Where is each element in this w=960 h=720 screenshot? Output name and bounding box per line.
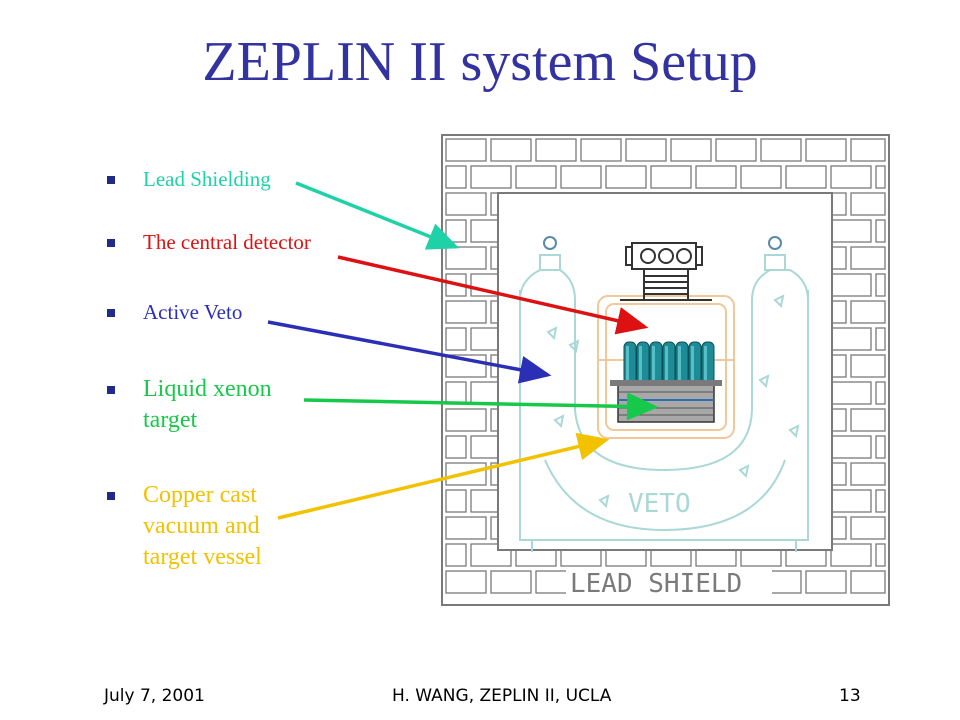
bullet-active-veto: Active Veto (107, 299, 243, 325)
brick (445, 246, 487, 270)
brick (875, 165, 886, 189)
brick (875, 543, 886, 567)
arrow-lead-shielding (295, 181, 460, 250)
footer-date: July 7, 2001 (104, 686, 205, 706)
pmt-tube (636, 341, 650, 385)
brick (490, 570, 532, 594)
brick (445, 435, 467, 459)
brick (445, 354, 487, 378)
brick (650, 165, 692, 189)
pmt-highlight (678, 346, 681, 380)
arrow-central-detector (337, 255, 649, 335)
brick (850, 516, 886, 540)
pmt-highlight (704, 346, 707, 380)
brick (850, 246, 886, 270)
brick (445, 300, 487, 324)
brick (875, 435, 886, 459)
brick (785, 165, 827, 189)
brick (695, 165, 737, 189)
brick (625, 138, 667, 162)
brick (805, 570, 847, 594)
brick (850, 192, 886, 216)
bullet-liquid-xenon: Liquid xenon target (107, 374, 293, 436)
brick (830, 165, 872, 189)
bullet-marker (107, 309, 115, 317)
brick (445, 192, 487, 216)
bullet-text: Lead Shielding (143, 167, 271, 191)
veto-label: VETO (628, 489, 691, 519)
footer-author: H. WANG, ZEPLIN II, UCLA (392, 686, 612, 706)
lead-shield-label: LEAD SHIELD (570, 569, 742, 599)
brick (875, 327, 886, 351)
brick (580, 138, 622, 162)
top-flange (620, 242, 712, 301)
footer-page-number: 13 (839, 686, 861, 706)
bullet-text: Active Veto (143, 300, 243, 324)
brick (850, 462, 886, 486)
brick (445, 408, 487, 432)
brick (805, 138, 847, 162)
brick (445, 165, 467, 189)
bullet-lead-shielding: Lead Shielding (107, 166, 271, 192)
brick (670, 138, 712, 162)
pmt-tube (701, 341, 715, 385)
veto-tank (519, 236, 809, 552)
brick (850, 300, 886, 324)
brick (445, 462, 487, 486)
brick (535, 138, 577, 162)
arrow-liquid-xenon (303, 392, 659, 421)
pmt-tube (649, 341, 663, 385)
bullet-marker (107, 492, 115, 500)
brick (445, 516, 487, 540)
bullet-marker (107, 386, 115, 394)
bullet-text: Copper cast vacuum and target vessel (143, 482, 262, 570)
brick (515, 165, 557, 189)
brick (470, 165, 512, 189)
bullet-marker (107, 239, 115, 247)
target-body (610, 380, 722, 423)
bullet-marker (107, 176, 115, 184)
pmt-tube (688, 341, 702, 385)
bullet-text: Liquid xenon target (143, 376, 272, 433)
brick (445, 570, 487, 594)
bullet-text: The central detector (143, 230, 311, 254)
brick (445, 138, 487, 162)
brick (850, 570, 886, 594)
arrow-copper-vessel (277, 432, 610, 520)
pmt-highlight (639, 346, 642, 380)
brick (715, 138, 757, 162)
brick (445, 543, 467, 567)
bullet-central-detector: The central detector (107, 229, 311, 255)
brick (875, 489, 886, 513)
brick (875, 219, 886, 243)
pmt-highlight (691, 346, 694, 380)
brick (560, 165, 602, 189)
brick (830, 543, 872, 567)
pmt-highlight (652, 346, 655, 380)
pmt-tube (675, 341, 689, 385)
pmt-tube (623, 341, 637, 385)
brick (875, 273, 886, 297)
brick (605, 165, 647, 189)
pmt-highlight (626, 346, 629, 380)
brick (760, 138, 802, 162)
brick (875, 381, 886, 405)
brick (445, 489, 467, 513)
bullet-copper-vessel: Copper cast vacuum and target vessel (107, 480, 293, 573)
pmt-tube (662, 341, 676, 385)
pmt-highlight (665, 346, 668, 380)
brick (445, 327, 467, 351)
brick (850, 408, 886, 432)
brick (490, 138, 532, 162)
brick (850, 354, 886, 378)
brick (470, 543, 512, 567)
arrow-active-veto (267, 320, 552, 384)
brick (740, 165, 782, 189)
brick (850, 138, 886, 162)
slide-title: ZEPLIN II system Setup (202, 31, 758, 93)
pmt-array (623, 341, 715, 385)
